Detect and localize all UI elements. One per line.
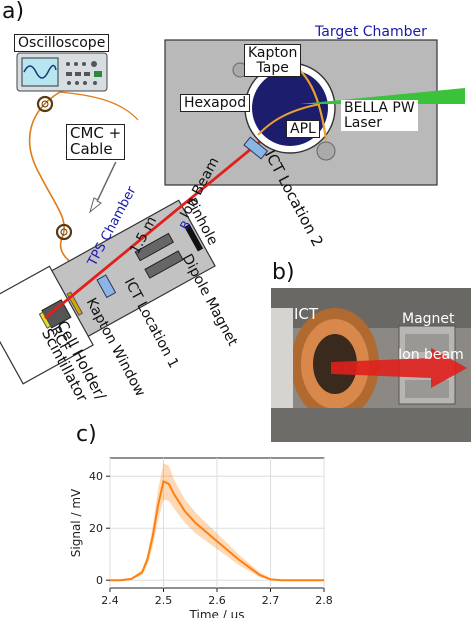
detector-housing bbox=[0, 265, 94, 385]
pinhole bbox=[184, 224, 204, 252]
cmc-cable-label: CMC + Cable bbox=[66, 124, 126, 160]
x-tick-label: 2.7 bbox=[262, 594, 280, 607]
oscilloscope-icon bbox=[16, 52, 108, 92]
photo-drawing bbox=[271, 288, 471, 442]
kapton-tape-line2: Tape bbox=[256, 59, 289, 76]
tape-reel-bottom bbox=[316, 141, 336, 161]
signal-series-line bbox=[110, 479, 324, 582]
ict-magnet-photo bbox=[271, 288, 471, 442]
ict-1 bbox=[96, 274, 117, 299]
y-tick-label: 0 bbox=[96, 574, 103, 587]
laser-label: BELLA PW Laser bbox=[341, 100, 418, 132]
apl-label: APL bbox=[286, 120, 320, 138]
photo-ict-label: ICT bbox=[294, 305, 319, 323]
ion-beam-line bbox=[44, 115, 291, 320]
kapton-tape-label: Kapton Tape bbox=[244, 44, 302, 78]
photo-magnet-label: Magnet bbox=[402, 311, 455, 327]
y-tick-label: 40 bbox=[89, 470, 103, 483]
panel-c-letter: c) bbox=[76, 422, 97, 447]
hexapod-label: Hexapod bbox=[180, 94, 251, 112]
x-axis-label: Time / μs bbox=[189, 608, 245, 618]
x-tick-label: 2.5 bbox=[155, 594, 173, 607]
kapton-tape-line1: Kapton bbox=[248, 45, 298, 61]
photo-beam-arrow bbox=[331, 348, 467, 388]
cmc-cable-line2: Cable bbox=[70, 139, 113, 158]
ict-2 bbox=[243, 136, 269, 160]
x-tick-label: 2.8 bbox=[315, 594, 333, 607]
x-tick-label: 2.4 bbox=[101, 594, 119, 607]
cmc-cable-line1: CMC + bbox=[70, 124, 122, 142]
panel-a-letter: a) bbox=[2, 0, 25, 24]
photo-ion-beam-label: Ion beam bbox=[398, 347, 464, 363]
y-axis-label: Signal / mV bbox=[70, 488, 83, 557]
rcf-stack bbox=[38, 311, 52, 329]
y-tick-label: 20 bbox=[89, 522, 103, 535]
panel-b-letter: b) bbox=[272, 260, 295, 285]
target-chamber-label: Target Chamber bbox=[315, 24, 427, 40]
oscilloscope-label: Oscilloscope bbox=[14, 34, 110, 52]
dipole-magnet-bottom bbox=[144, 250, 184, 279]
cmc-pointer-arrow bbox=[89, 161, 117, 214]
cmc-choke-icon bbox=[36, 95, 73, 241]
laser-line1: BELLA PW bbox=[344, 100, 415, 116]
dipole-magnet-top bbox=[134, 232, 175, 262]
x-tick-label: 2.6 bbox=[208, 594, 226, 607]
uncertainty-band bbox=[110, 463, 324, 581]
laser-line2: Laser bbox=[344, 114, 383, 131]
